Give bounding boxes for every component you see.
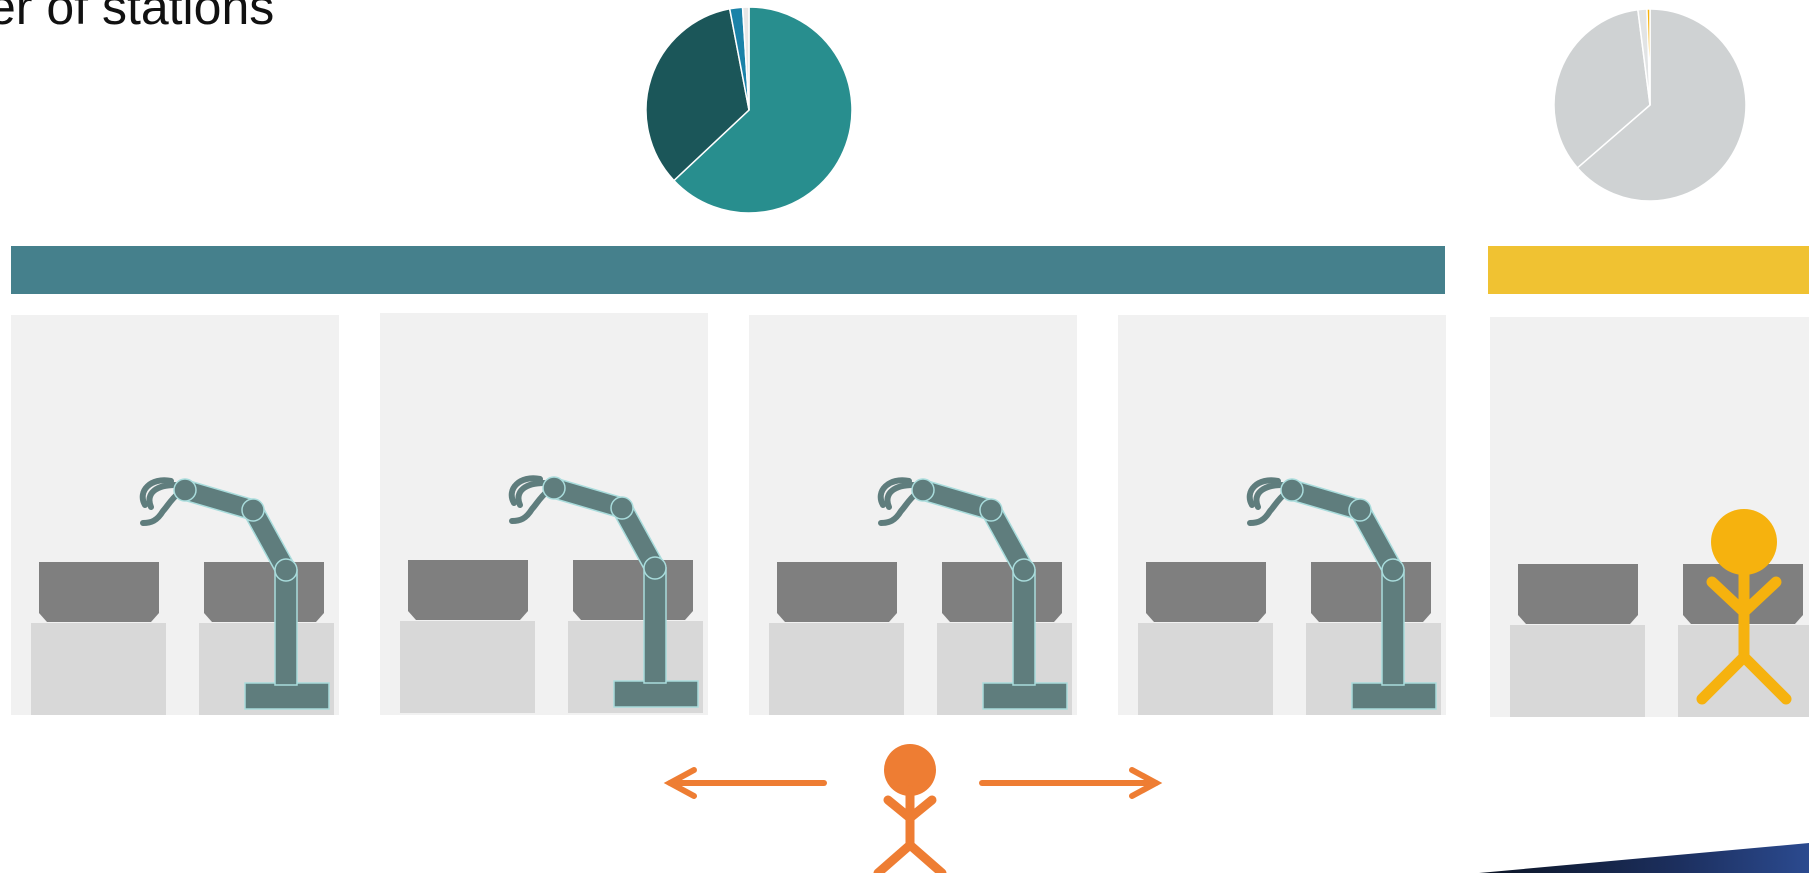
- pie-slice: [645, 7, 750, 182]
- station-3[interactable]: [749, 315, 1077, 715]
- bin-left: [777, 562, 897, 622]
- workbench-left: [1510, 625, 1645, 717]
- robot-arm-icon: [508, 475, 699, 708]
- operator-person-icon: [873, 744, 947, 873]
- bin-left: [1518, 564, 1638, 624]
- robot-arm-icon: [877, 477, 1068, 710]
- bin-left: [408, 560, 528, 620]
- roaming-operator: [663, 744, 1163, 873]
- bin-right: [1311, 562, 1431, 622]
- bin-left: [1146, 562, 1266, 622]
- bin-right: [942, 562, 1062, 622]
- bin-right: [204, 562, 324, 622]
- station-2[interactable]: [380, 313, 708, 715]
- human-group-bar: [1488, 246, 1809, 294]
- pie-slice: [741, 6, 750, 111]
- pie-slice: [1646, 8, 1651, 106]
- pie-slice: [672, 6, 853, 214]
- corner-decoration: [1479, 843, 1809, 873]
- robot-arm-icon: [1246, 477, 1437, 710]
- pie-slice: [1553, 8, 1651, 169]
- station-5[interactable]: [1490, 317, 1809, 717]
- workbench-left: [400, 621, 535, 713]
- bin-right: [573, 560, 693, 620]
- workbench-left: [31, 623, 166, 715]
- station-4[interactable]: [1118, 315, 1446, 715]
- robot-group-bar: [11, 246, 1445, 294]
- page-title: er of stations: [0, 0, 275, 35]
- pie-slice: [1576, 8, 1747, 202]
- workbench-left: [769, 623, 904, 715]
- worker-person-icon: [1696, 509, 1792, 705]
- station-1[interactable]: [11, 315, 339, 715]
- workbench-left: [1138, 623, 1273, 715]
- pie-chart-robot-stations: [645, 6, 853, 214]
- pie-chart-human-stations: [1553, 8, 1747, 202]
- robot-arm-icon: [139, 477, 330, 710]
- bin-left: [39, 562, 159, 622]
